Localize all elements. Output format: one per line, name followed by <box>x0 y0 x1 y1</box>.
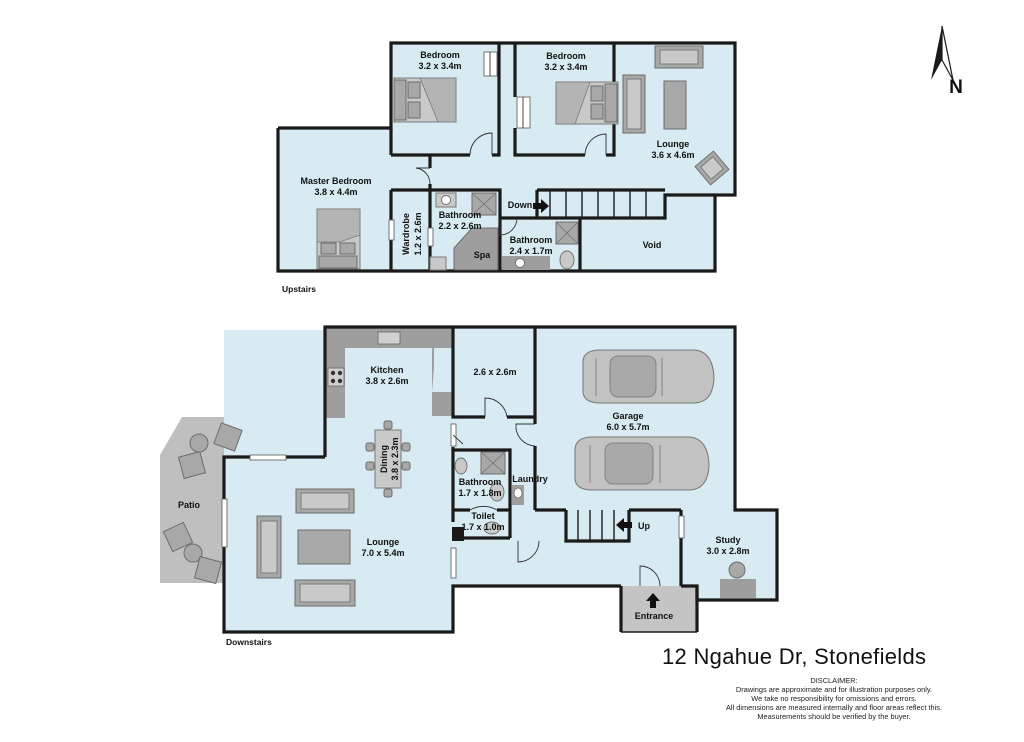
room-name: Master Bedroom <box>300 176 371 186</box>
room-dims: 3.8 x 2.6m <box>365 376 408 386</box>
sink-icon <box>377 331 401 345</box>
room-name: Wardrobe <box>401 213 411 255</box>
cooktop-icon <box>327 367 345 387</box>
room-name: Entrance <box>635 611 674 621</box>
room-dims: 2.2 x 2.6m <box>438 221 481 231</box>
stair-up-arrow-icon <box>616 518 632 532</box>
door-master-bedroom <box>415 167 431 185</box>
vanity-icon <box>502 256 550 270</box>
door-bedroom2 <box>584 133 607 156</box>
sofa-icon <box>622 74 646 134</box>
room-name: Patio <box>178 500 201 510</box>
upstairs-section-label: Upstairs <box>282 284 316 294</box>
bed-icon <box>316 208 361 270</box>
room-name: Bathroom <box>459 477 502 487</box>
bedroom2-closet-door <box>516 96 531 129</box>
room-name: Spa <box>474 250 492 260</box>
bed-icon <box>555 81 619 125</box>
downstairs-stairs <box>577 510 615 541</box>
upstairs-outer-wall <box>276 41 737 273</box>
room-name: Lounge <box>367 537 400 547</box>
door-room-2-6 <box>484 397 508 418</box>
room-dims: 7.0 x 5.4m <box>361 548 404 558</box>
sofa-icon <box>295 488 355 514</box>
room-2-6-area <box>453 327 535 417</box>
bedroom1-closet-door <box>483 51 498 77</box>
room-dims: 3.6 x 4.6m <box>651 150 694 160</box>
toilet-icon <box>559 250 575 270</box>
fridge-icon <box>432 392 452 416</box>
toilet-icon <box>483 521 501 535</box>
room-name: Kitchen <box>370 365 403 375</box>
disclaimer-line: Measurements should be verified by the b… <box>757 712 911 721</box>
room-dims: 6.0 x 5.7m <box>606 422 649 432</box>
car-icon <box>574 436 710 491</box>
patio-slider-door <box>249 454 287 461</box>
vanity-icon <box>454 457 468 475</box>
upstairs-stairs <box>549 190 647 218</box>
room-dims: 3.0 x 2.8m <box>706 546 749 556</box>
entrance-step <box>621 586 697 632</box>
room-dims: 3.2 x 3.4m <box>544 62 587 72</box>
north-arrow-icon: N <box>931 25 963 98</box>
room-name: Void <box>643 240 662 250</box>
disclaimer: DISCLAIMER: Drawings are approximate and… <box>700 676 968 721</box>
sofa-icon <box>294 579 356 607</box>
room-name: Bedroom <box>420 50 460 60</box>
room-name: Bathroom <box>439 210 482 220</box>
study-desk-icon <box>720 579 756 598</box>
room-name: Laundry <box>512 474 548 484</box>
room-name: Bedroom <box>546 51 586 61</box>
stair-down-arrow-icon <box>533 199 549 213</box>
door-toilet <box>469 506 498 511</box>
office-chair-icon <box>728 561 746 579</box>
patio-chair-icon <box>162 422 243 585</box>
room-name: Dining <box>379 445 389 473</box>
room-name: Study <box>715 535 740 545</box>
coffee-table-icon <box>663 80 687 130</box>
room-dims: 2.4 x 1.7m <box>509 246 552 256</box>
disclaimer-line: Drawings are approximate and for illustr… <box>735 685 933 694</box>
sofa-icon <box>654 45 704 69</box>
downstairs-plan: Up <box>160 325 779 647</box>
room-dims: 2.6 x 2.6m <box>473 367 516 377</box>
room-dims: 3.8 x 2.3m <box>390 437 400 480</box>
entrance-arrow-icon <box>646 593 660 608</box>
room-dims: 3.2 x 3.4m <box>418 61 461 71</box>
disclaimer-line: We take no responsibility for omissions … <box>751 694 917 703</box>
room-dims: 3.8 x 4.4m <box>314 187 357 197</box>
door-bedroom1 <box>469 132 493 156</box>
hall-area <box>500 43 515 155</box>
door-entrance <box>639 565 661 587</box>
compass-label: N <box>949 77 963 98</box>
room-dims: 1.2 x 2.6m <box>413 212 423 255</box>
toilet-icon <box>429 256 447 271</box>
armchair-icon <box>694 150 730 186</box>
bed-icon <box>393 77 457 123</box>
car-icon <box>582 349 715 404</box>
room-name: Lounge <box>657 139 690 149</box>
coffee-table-icon <box>297 529 351 565</box>
property-address: 12 Ngahue Dr, Stonefields <box>662 644 927 669</box>
stair-up-label: Up <box>638 521 650 531</box>
room-name: Bathroom <box>510 235 553 245</box>
room-name: Garage <box>612 411 643 421</box>
upstairs-plan: Down <box>276 41 737 294</box>
disclaimer-line: All dimensions are measured internally a… <box>725 703 943 712</box>
door-garage <box>515 423 536 447</box>
sofa-icon <box>256 515 282 579</box>
spa-bath-icon <box>453 227 499 271</box>
downstairs-section-label: Downstairs <box>226 637 272 647</box>
room-dims: 1.7 x 1.0m <box>461 522 504 532</box>
room-name: Toilet <box>471 511 494 521</box>
dining-table-icon <box>365 420 411 498</box>
room-dims: 1.7 x 1.8m <box>458 488 501 498</box>
disclaimer-heading: DISCLAIMER: <box>810 676 858 685</box>
stair-down-label: Down <box>508 200 533 210</box>
